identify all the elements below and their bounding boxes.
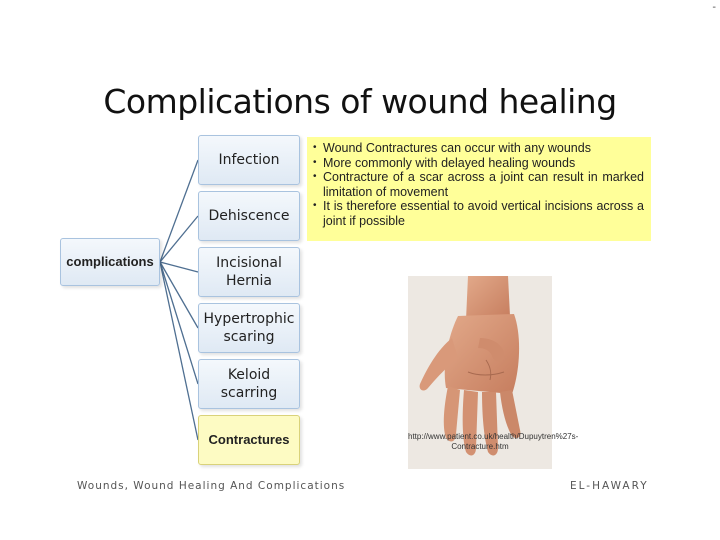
connector-hypertrophic (159, 261, 199, 329)
image-source-caption: http://www.patient.co.uk/health/Dupuytre… (408, 432, 579, 451)
info-bullet: Contracture of a scar across a joint can… (313, 170, 644, 199)
diagram-root-node: complications (60, 238, 160, 286)
connector-contractures (159, 261, 199, 441)
diagram-node-hypertrophic-scaring: Hypertrophic scaring (198, 303, 300, 353)
connector-dehiscence (159, 215, 199, 263)
info-bullet: It is therefore essential to avoid verti… (313, 199, 644, 228)
connector-hernia (159, 261, 199, 273)
hand-illustration (408, 276, 552, 469)
hand-contracture-photo (408, 276, 552, 469)
footer-left-text: Wounds, Wound Healing And Complications (77, 480, 346, 492)
diagram-node-incisional-hernia: Incisional Hernia (198, 247, 300, 297)
contracture-info-box: Wound Contractures can occur with any wo… (307, 137, 651, 241)
info-bullet: More commonly with delayed healing wound… (313, 156, 644, 171)
info-bullet: Wound Contractures can occur with any wo… (313, 141, 644, 156)
slide-marker: - (712, 2, 716, 13)
diagram-node-dehiscence: Dehiscence (198, 191, 300, 241)
slide-title: Complications of wound healing (103, 82, 617, 121)
connector-infection (159, 159, 199, 263)
diagram-node-contractures: Contractures (198, 415, 300, 465)
diagram-node-keloid-scarring: Keloid scarring (198, 359, 300, 409)
connector-keloid (159, 261, 199, 385)
footer-author: EL-HAWARY (570, 480, 649, 492)
diagram-node-infection: Infection (198, 135, 300, 185)
